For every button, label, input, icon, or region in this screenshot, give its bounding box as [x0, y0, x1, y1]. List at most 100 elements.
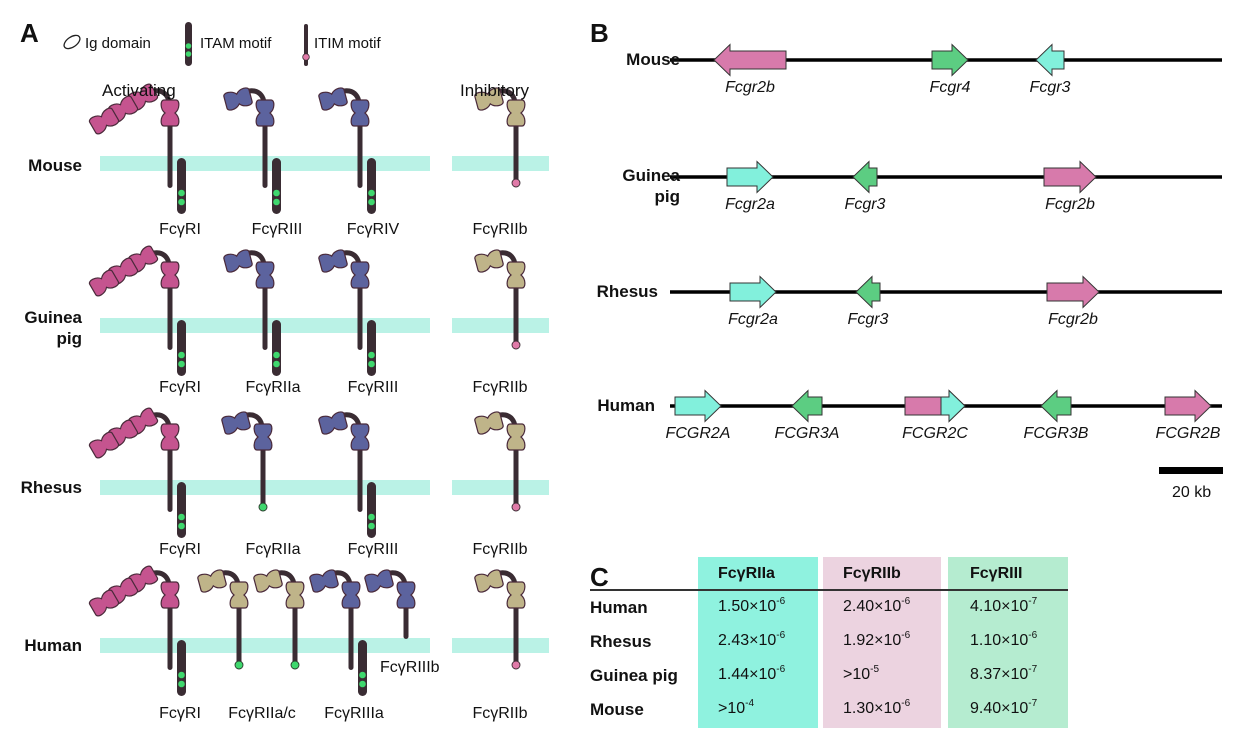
gene-arrow-fcgr2a [729, 275, 777, 309]
legend-ig-domain-label: Ig domain [85, 35, 151, 52]
fcrg-chain [358, 640, 367, 696]
ig-domain [285, 581, 305, 609]
ig-domain [223, 87, 253, 111]
gene-arrow-fcgr3b [1040, 389, 1072, 423]
fcrg-chain [272, 320, 281, 376]
membrane-inhibitory [452, 638, 549, 653]
gene-label: Fcgr2b [1048, 311, 1098, 328]
ig-domain [223, 249, 253, 273]
receptor-label: FcγRIIa [245, 379, 301, 396]
gene-arrow-fcgr2a [674, 389, 722, 423]
panel-c-letter: C [590, 562, 609, 592]
ig-domain [253, 569, 283, 593]
ig-domain [474, 87, 504, 111]
ig-domain [127, 83, 159, 111]
gene-label: FCGR2A [665, 425, 731, 442]
gene-arrow-fcgr3 [1035, 43, 1065, 77]
fcrg-chain [367, 320, 376, 376]
receptor-label: FcγRIIIa [324, 705, 384, 722]
ig-domain [160, 99, 180, 127]
gene-label: Fcgr2b [1045, 196, 1095, 213]
ig-domain [341, 581, 361, 609]
fcrg-chain [367, 158, 376, 214]
fcrg-chain [177, 482, 186, 538]
ig-domain [318, 87, 348, 111]
ig-domain [350, 423, 370, 451]
table-cell-affinity: >10-4 [718, 698, 755, 717]
ig-domain [88, 107, 120, 135]
ig-domain [160, 581, 180, 609]
table-row-species: Rhesus [590, 632, 652, 651]
table-cell-affinity: 1.10×10-6 [970, 630, 1038, 649]
table-cell-affinity: 1.92×10-6 [843, 630, 911, 649]
table-row-species: Human [590, 598, 648, 617]
gene-arrow-fcgr2b [713, 43, 787, 77]
ig-domain [350, 99, 370, 127]
ig-domain [88, 431, 120, 459]
gene-arrow-fcgr3 [855, 275, 881, 309]
ig-domain [255, 261, 275, 289]
ig-domain [309, 569, 339, 593]
table-cell-affinity: 4.10×10-7 [970, 596, 1038, 615]
table-row-species: Mouse [590, 700, 644, 719]
gene-label: Fcgr3 [847, 311, 889, 328]
ig-domain [474, 249, 504, 273]
ig-domain [506, 423, 526, 451]
activating-heading: Activating [102, 81, 176, 100]
ig-domain [127, 245, 159, 273]
table-cell-affinity: 2.40×10-6 [843, 596, 911, 615]
ig-domain [88, 589, 120, 617]
gene-label: FCGR3B [1023, 425, 1089, 442]
gene-arrow-fcgr3 [852, 160, 878, 194]
receptor-label: FcγRIIa/c [228, 705, 296, 722]
receptor-label: FcγRI [159, 221, 201, 238]
receptor-label: FcγRIIb [472, 705, 528, 722]
table-cell-affinity: 1.50×10-6 [718, 596, 786, 615]
table-cell-affinity: >10-5 [843, 664, 880, 683]
gene-label: Fcgr2b [725, 79, 775, 96]
ig-domain [221, 411, 251, 435]
gene-arrow-fcgr3a [791, 389, 823, 423]
ig-domain [506, 261, 526, 289]
receptor-label: FcγRIII [347, 541, 399, 558]
scale-bar-label: 20 kb [1172, 484, 1212, 501]
column-header-fcgr2b: FcγRIIb [843, 565, 901, 582]
fcrg-chain [272, 158, 281, 214]
ig-domain [160, 261, 180, 289]
receptor-label: FcγRIIb [472, 541, 528, 558]
scale-bar [1159, 467, 1223, 474]
column-header-fcgr3: FcγRIII [970, 565, 1023, 582]
ig-domain [197, 569, 227, 593]
ig-domain [127, 565, 159, 593]
gene-label: FCGR2B [1155, 425, 1221, 442]
membrane-activating [100, 638, 430, 653]
ig-domain [253, 423, 273, 451]
gene-label: Fcgr4 [929, 79, 971, 96]
table-cell-affinity: 9.40×10-7 [970, 698, 1038, 717]
receptor-label-fcgr3b: FcγRIIIb [380, 659, 440, 676]
table-cell-affinity: 8.37×10-7 [970, 664, 1038, 683]
species-label-mouse: Mouse [28, 156, 82, 175]
species-label-rhesus: Rhesus [20, 478, 82, 497]
ig-domain [350, 261, 370, 289]
ig-domain-icon [63, 34, 81, 50]
table-row-species: Guinea pig [590, 666, 678, 685]
ig-domain [396, 581, 416, 609]
gene-label: FCGR3A [774, 425, 840, 442]
ig-domain [318, 249, 348, 273]
fcrg-chain [177, 158, 186, 214]
ig-domain [506, 581, 526, 609]
receptor-label: FcγRI [159, 705, 201, 722]
gene-arrow-fcgr2a [726, 160, 774, 194]
fcrg-chain [177, 640, 186, 696]
species-label-human: Human [24, 636, 82, 655]
ig-domain [160, 423, 180, 451]
ig-domain [255, 99, 275, 127]
ig-domain [474, 569, 504, 593]
receptor-label: FcγRIIa [245, 541, 301, 558]
ig-domain [364, 569, 394, 593]
inhibitory-heading: Inhibitory [460, 81, 529, 100]
